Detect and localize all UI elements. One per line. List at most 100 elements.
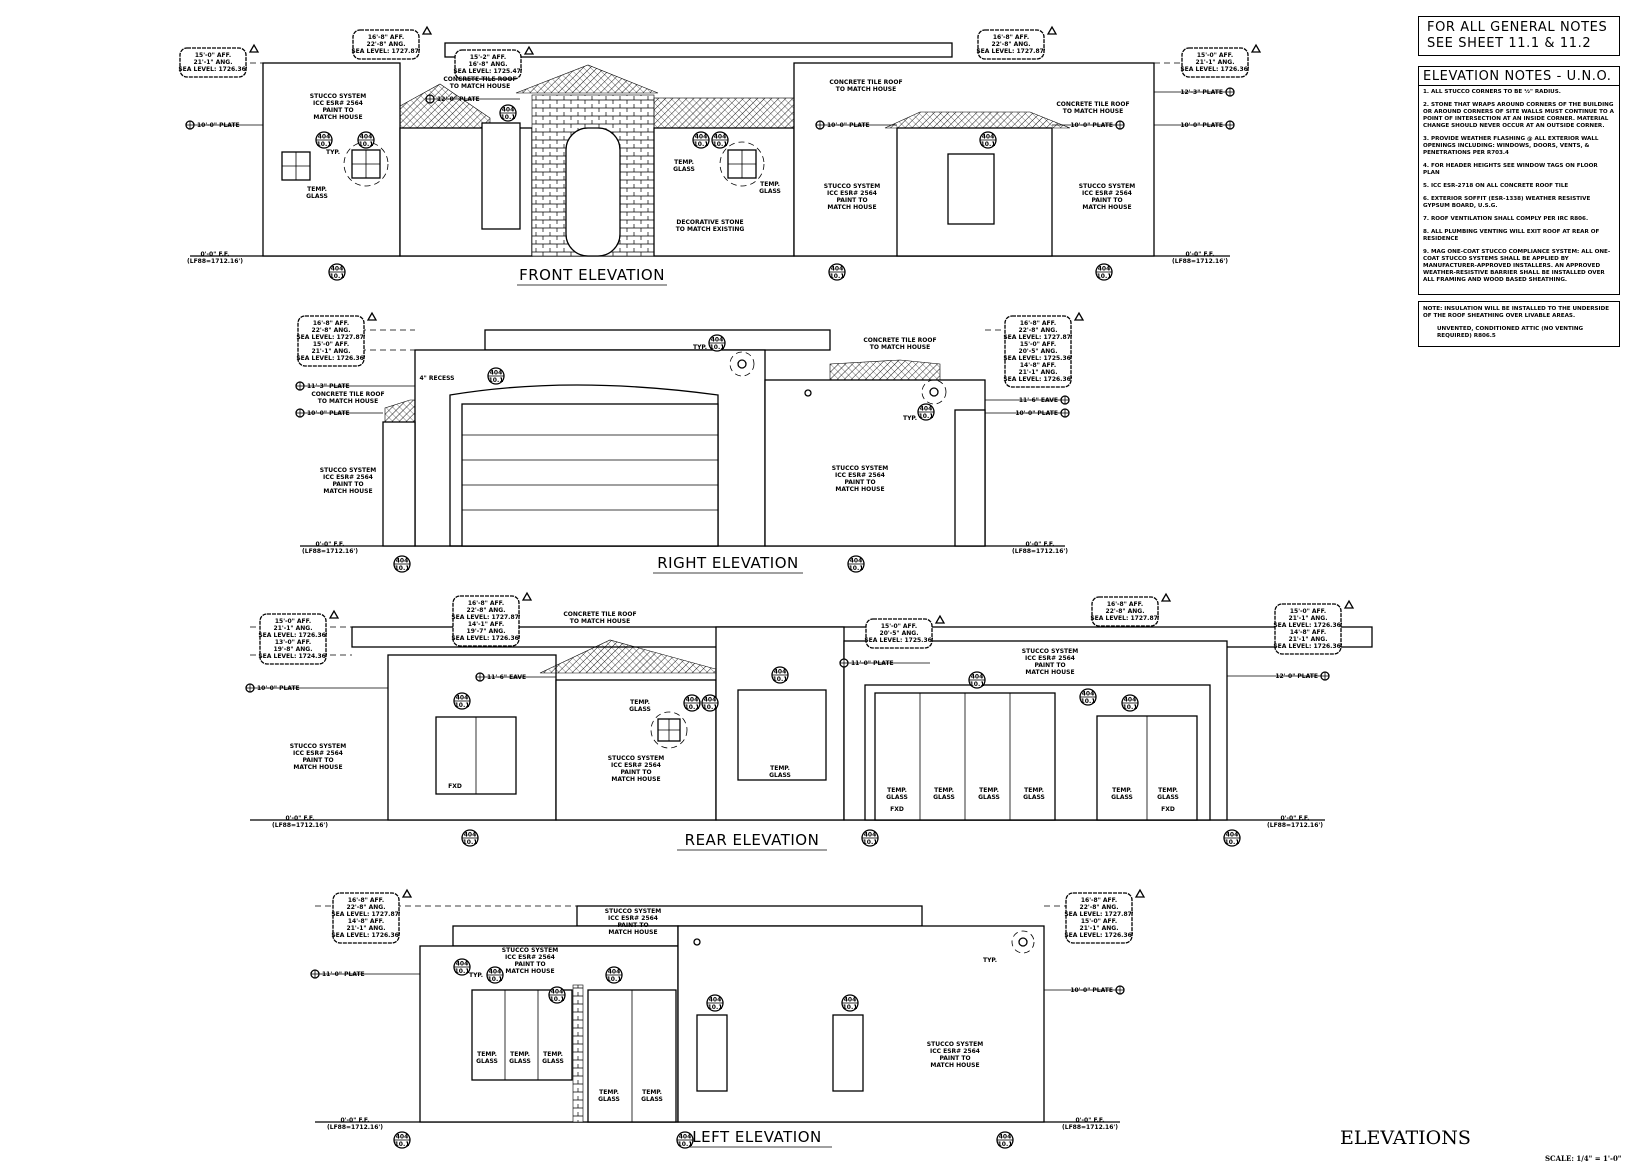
elevation-note-item: 6. EXTERIOR SOFFIT (ESR-1338) WEATHER RE… [1423, 196, 1591, 209]
finish-floor-label-line: (LF88=1712.16') [1267, 822, 1323, 829]
stucco-callout-line: ICC ESR# 2564 [1025, 655, 1075, 662]
left-stone-strip [572, 984, 584, 1123]
detail-tag-sheet: 10.1 [710, 344, 725, 351]
revision-cloud: 16'-8" AFF.22'-8" ANG.SEA LEVEL: 1727.87… [1003, 311, 1085, 388]
revision-cloud-text: 19'-8" ANG. [274, 646, 313, 653]
tile-roof-callout-line: TO MATCH HOUSE [450, 83, 510, 90]
temp-glass-callout-line: GLASS [769, 772, 791, 779]
tile-roof-callout-line: TO MATCH HOUSE [836, 86, 896, 93]
stucco-callout-line: ICC ESR# 2564 [293, 750, 343, 757]
finish-floor-label: 0'-0" F.F.(LF88=1712.16') [1267, 815, 1323, 829]
revision-cloud-text: 21'-1" ANG. [1196, 59, 1235, 66]
revision-cloud-text: 21'-1" ANG. [194, 59, 233, 66]
level-datum-label: 12'-0" PLATE [1275, 673, 1318, 680]
left-sliding-door[interactable] [587, 989, 677, 1123]
sheet-scale: SCALE: 1/4" = 1'-0" [1545, 1154, 1622, 1163]
detail-tag-number: 404 [396, 1134, 409, 1141]
stucco-callout-line: STUCCO SYSTEM [824, 183, 880, 190]
stucco-callout-line: ICC ESR# 2564 [827, 190, 877, 197]
temp-glass-callout-line: TEMP. [642, 1089, 662, 1096]
detail-tag-number: 404 [686, 697, 699, 704]
fxd-label: FXD [1161, 806, 1175, 813]
revision-cloud-text: 20'-5" ANG. [880, 630, 919, 637]
temp-glass-callout-line: GLASS [476, 1058, 498, 1065]
detail-tag-sheet: 10.1 [713, 141, 728, 148]
revision-cloud-text: SEA LEVEL: 1726.36' [1064, 932, 1133, 939]
temp-glass-callout-line: GLASS [933, 794, 955, 801]
temp-glass-callout-line: TEMP. [934, 787, 954, 794]
rear-french-door[interactable] [1096, 715, 1198, 821]
detail-tag-number: 404 [774, 669, 787, 676]
revision-cloud-text: SEA LEVEL: 1725.47' [453, 68, 522, 75]
temp-glass-callout-line: TEMP. [543, 1051, 563, 1058]
fxd-label: FXD [448, 783, 462, 790]
elevation-notes-box: ELEVATION NOTES - U.N.O. 1. ALL STUCCO C… [1418, 66, 1620, 295]
revision-cloud-text: 22'-8" ANG. [992, 41, 1031, 48]
temp-glass-callout: TEMP.GLASS [759, 181, 781, 195]
typ-label: TYP. [326, 149, 340, 156]
revision-cloud-text: 16'-8" AFF. [1081, 897, 1117, 904]
finish-floor-label-line: 0'-0" F.F. [1186, 251, 1215, 258]
detail-tag-sheet: 10.1 [998, 1141, 1013, 1148]
revision-cloud-text: SEA LEVEL: 1725.36' [1003, 355, 1072, 362]
stucco-callout-line: STUCCO SYSTEM [605, 908, 661, 915]
revision-cloud: 16'-8" AFF.22'-8" ANG.SEA LEVEL: 1727.87… [351, 25, 433, 60]
stucco-callout-line: STUCCO SYSTEM [1079, 183, 1135, 190]
rear-sliding-door[interactable] [874, 692, 1056, 821]
right-garage-door[interactable] [461, 403, 719, 547]
revision-cloud-text: 21'-1" ANG. [312, 348, 351, 355]
stucco-callout-line: PAINT TO [939, 1055, 970, 1062]
stucco-callout-line: PAINT TO [844, 479, 875, 486]
finish-floor-label-line: (LF88=1712.16') [1062, 1124, 1118, 1131]
detail-tag-number: 404 [502, 107, 515, 114]
elevation-note-item: 2. STONE THAT WRAPS AROUND CORNERS OF TH… [1423, 102, 1614, 129]
temp-glass-callout-line: TEMP. [1158, 787, 1178, 794]
level-datum: 12'-0" PLATE [1275, 671, 1330, 681]
detail-tag-sheet: 10.1 [395, 565, 410, 572]
stucco-callout-line: PAINT TO [332, 481, 363, 488]
temp-glass-callout-line: TEMP. [979, 787, 999, 794]
insulation-note: NOTE: INSULATION WILL BE INSTALLED TO TH… [1423, 306, 1610, 319]
finish-floor-label-line: (LF88=1712.16') [302, 548, 358, 555]
level-datum-label: 10'-0" PLATE [197, 122, 240, 129]
finish-floor-label-line: (LF88=1712.16') [272, 822, 328, 829]
left-elevation [315, 905, 1120, 1123]
rear-window-center [737, 689, 827, 781]
detail-tag-number: 404 [709, 997, 722, 1004]
revision-cloud-text: SEA LEVEL: 1727.87' [351, 48, 420, 55]
detail-tag-sheet: 10.1 [1123, 704, 1138, 711]
detail-tag-sheet: 10.1 [849, 565, 864, 572]
temp-glass-callout-line: TEMP. [510, 1051, 530, 1058]
detail-tag-sheet: 10.1 [863, 839, 878, 846]
detail-tag-number: 404 [464, 832, 477, 839]
tile-roof-callout-line: CONCRETE TILE ROOF [443, 76, 516, 83]
left-narrow-window-1 [696, 1014, 728, 1092]
finish-floor-label: 0'-0" F.F.(LF88=1712.16') [272, 815, 328, 829]
stucco-callout-line: MATCH HOUSE [1025, 669, 1074, 676]
sheet-title: ELEVATIONS [1340, 1127, 1471, 1149]
finish-floor-label-line: (LF88=1712.16') [1172, 258, 1228, 265]
temp-glass-callout-line: TEMP. [630, 699, 650, 706]
revision-cloud: 15'-0" AFF.21'-1" ANG.SEA LEVEL: 1726.36… [178, 43, 260, 78]
attic-note: UNVENTED, CONDITIONED ATTIC (NO VENTING … [1437, 326, 1584, 339]
detail-tag-number: 404 [971, 674, 984, 681]
temp-glass-callout-line: GLASS [1111, 794, 1133, 801]
detail-tag-sheet: 10.1 [678, 1141, 693, 1148]
elevation-note-item: 4. FOR HEADER HEIGHTS SEE WINDOW TAGS ON… [1423, 163, 1598, 176]
front-entry-door[interactable] [565, 127, 621, 257]
revision-cloud-text: 20'-5" ANG. [1019, 348, 1058, 355]
fxd-label: FXD [890, 806, 904, 813]
elevation-note-item: 1. ALL STUCCO CORNERS TO BE ½" RADIUS. [1423, 89, 1561, 95]
revision-cloud-text: 22'-8" ANG. [1019, 327, 1058, 334]
level-datum-label: 11'-3" PLATE [307, 383, 350, 390]
detail-tag-number: 404 [608, 969, 621, 976]
revision-cloud-text: SEA LEVEL: 1724.36' [258, 653, 327, 660]
revision-cloud-text: 13'-0" AFF. [275, 639, 311, 646]
